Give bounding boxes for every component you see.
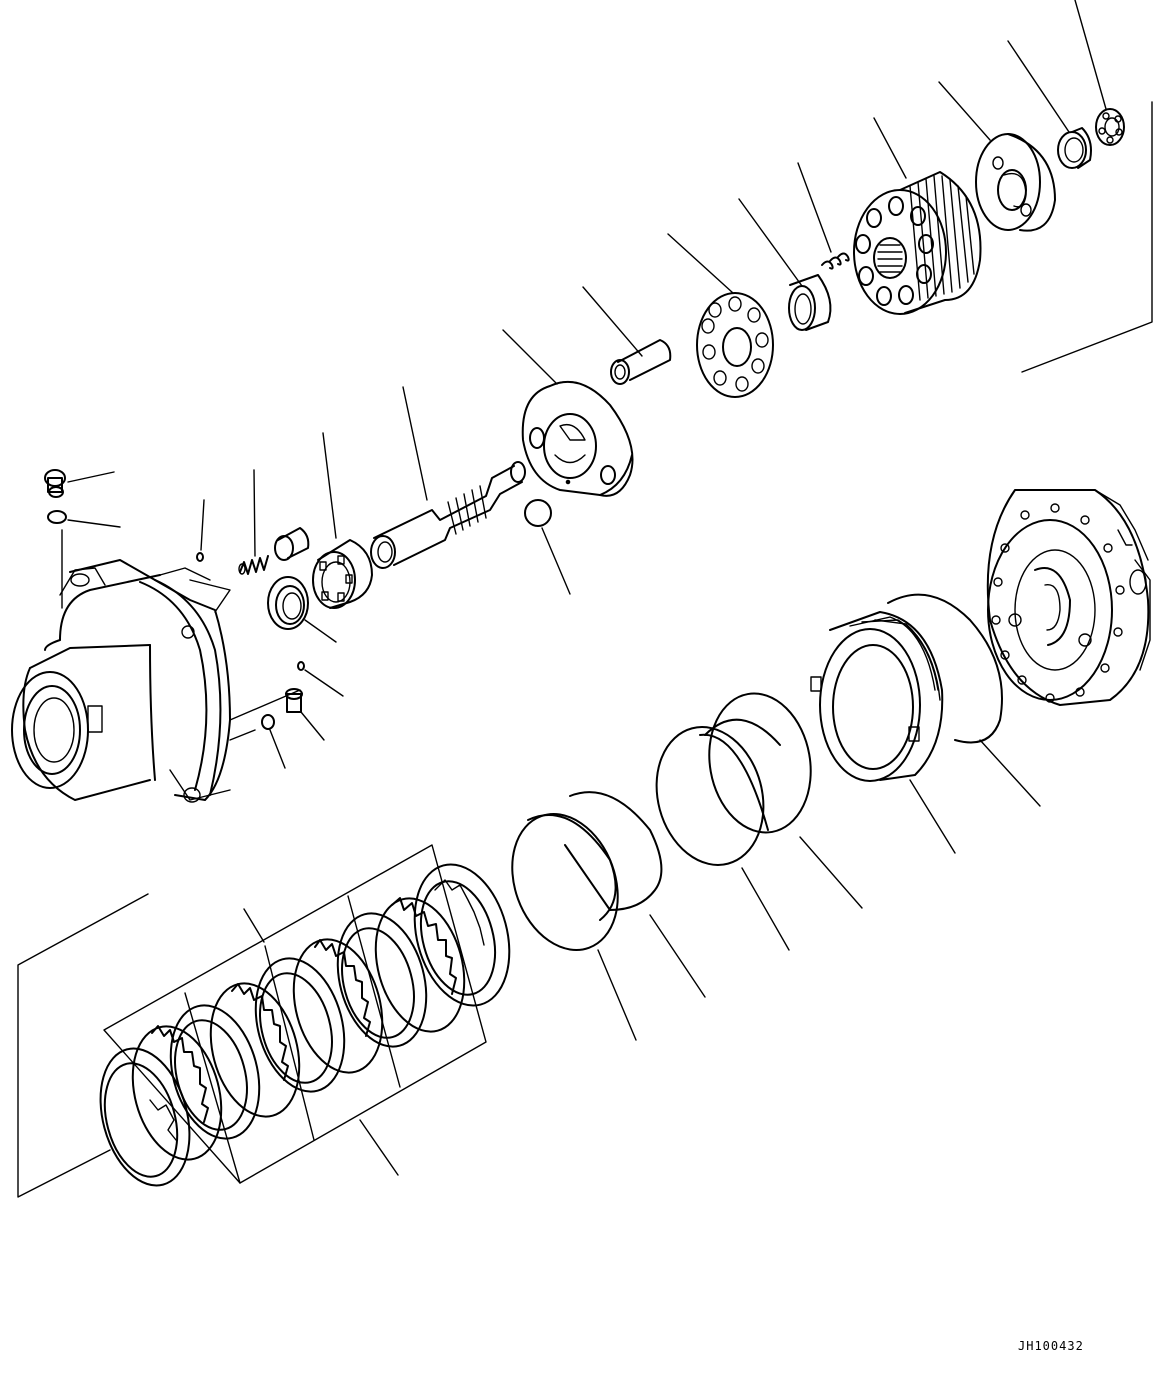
rear-cover [986, 489, 1151, 706]
retainer-guide [738, 198, 832, 331]
o-ring-lower [261, 714, 286, 769]
spring-ring [564, 791, 706, 998]
brake-ring [511, 813, 637, 1041]
brake-plate-3 [254, 957, 346, 1093]
steel-ball [524, 499, 571, 595]
spring [238, 469, 269, 575]
seal-ring-medium [655, 726, 790, 951]
brake-plate [413, 863, 511, 1007]
ball-bearing-small [1007, 40, 1092, 169]
brake-disc-4 [131, 1025, 223, 1161]
steel-ball-small [196, 499, 205, 562]
drive-shaft [370, 386, 526, 569]
brake-disc-2 [292, 938, 384, 1074]
brake-disc-1 [374, 897, 466, 1033]
disc-stack-bracket [17, 844, 487, 1198]
seal-ring-large [704, 692, 863, 909]
plug-bolt [44, 469, 115, 498]
swash-plate [938, 81, 1056, 232]
ball-bearing [1074, 0, 1125, 146]
valve-plate [502, 329, 634, 497]
drawing-code: JH100432 [1018, 1339, 1084, 1353]
bushing [274, 527, 310, 561]
pins [797, 162, 850, 270]
o-ring-small [47, 510, 121, 609]
piston [582, 286, 672, 385]
brake-piston [810, 611, 956, 854]
motor-housing [11, 559, 301, 803]
brake-disc-3 [209, 982, 301, 1118]
roller-bearing [312, 432, 373, 609]
upper-assembly-bracket [1021, 101, 1153, 373]
plug-lower [285, 688, 325, 741]
oil-seal [267, 576, 337, 643]
ball-lower [297, 661, 344, 697]
large-snap-ring [887, 593, 1041, 807]
retainer-plate [667, 233, 774, 398]
cylinder-block [853, 117, 982, 315]
brake-plate-2 [336, 912, 428, 1048]
brake-plate-end [99, 1047, 191, 1187]
